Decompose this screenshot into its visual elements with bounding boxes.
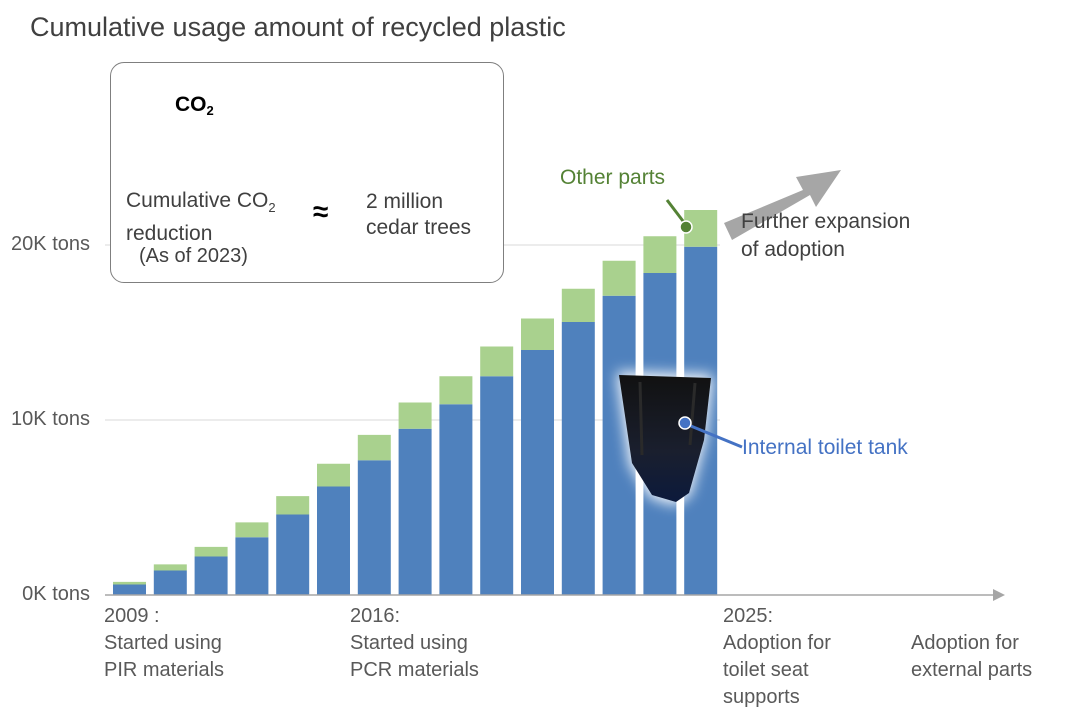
- x-axis-arrowhead: [993, 589, 1005, 601]
- bar-internal-tank-2009: [113, 584, 146, 595]
- bar-internal-tank-2017: [439, 404, 473, 595]
- bar-other-parts-2019: [521, 318, 554, 350]
- bar-other-parts-2021: [602, 260, 636, 296]
- y-tick-label: 20K tons: [11, 233, 90, 255]
- bar-other-parts-2012: [235, 522, 269, 538]
- co2-reduction-label: Cumulative CO2 reduction: [126, 189, 276, 246]
- bar-other-parts-2011: [194, 546, 228, 557]
- internal-tank-label: Internal toilet tank: [742, 436, 908, 459]
- bar-other-parts-2020: [561, 288, 595, 322]
- co2-label: CO2: [175, 93, 214, 118]
- tank-leader: [685, 422, 743, 449]
- chart-title: Cumulative usage amount of recycled plas…: [30, 12, 566, 42]
- as-of-label: (As of 2023): [139, 245, 248, 267]
- milestone-label: 2016: Started using PCR materials: [350, 605, 479, 681]
- bar-internal-tank-2014: [317, 486, 350, 595]
- approx-symbol: ≈: [313, 196, 329, 227]
- bar-other-parts-2022: [643, 236, 677, 273]
- bar-internal-tank-2019: [521, 350, 554, 595]
- y-tick-label: 10K tons: [11, 408, 90, 430]
- other-parts-label: Other parts: [560, 166, 666, 189]
- bar-other-parts-2015: [357, 434, 391, 461]
- y-tick-label: 0K tons: [22, 583, 90, 605]
- bar-other-parts-2013: [276, 496, 310, 515]
- bar-internal-tank-2012: [235, 537, 269, 595]
- toilet-tank-detail: [688, 382, 697, 446]
- milestone-label: Adoption for external parts: [911, 632, 1033, 681]
- co2-callout-box: [110, 62, 504, 283]
- cedar-trees-label: 2 million cedar trees: [366, 190, 472, 239]
- tank-dot: [678, 416, 692, 430]
- expansion-arrow-icon: [724, 170, 841, 240]
- expansion-label: Further expansion of adoption: [741, 210, 911, 261]
- other-parts-leader: [665, 199, 688, 226]
- bar-other-parts-2016: [398, 402, 432, 429]
- bar-internal-tank-2013: [276, 514, 310, 595]
- bar-internal-tank-2015: [357, 460, 391, 595]
- bar-other-parts-2017: [439, 376, 473, 405]
- bar-internal-tank-2010: [153, 570, 187, 595]
- bar-other-parts-2014: [317, 463, 350, 487]
- other-parts-dot: [679, 220, 693, 234]
- bar-internal-tank-2011: [194, 556, 228, 595]
- milestone-label: 2025: Adoption for toilet seat supports: [723, 605, 831, 708]
- toilet-tank-detail: [638, 381, 644, 456]
- bar-internal-tank-2020: [561, 322, 595, 595]
- bar-internal-tank-2016: [398, 428, 432, 595]
- bar-other-parts-2010: [153, 564, 187, 571]
- bar-internal-tank-2018: [480, 376, 514, 595]
- bar-other-parts-2018: [480, 346, 514, 377]
- bar-other-parts-2009: [113, 581, 146, 585]
- milestone-label: 2009 : Started using PIR materials: [104, 605, 225, 681]
